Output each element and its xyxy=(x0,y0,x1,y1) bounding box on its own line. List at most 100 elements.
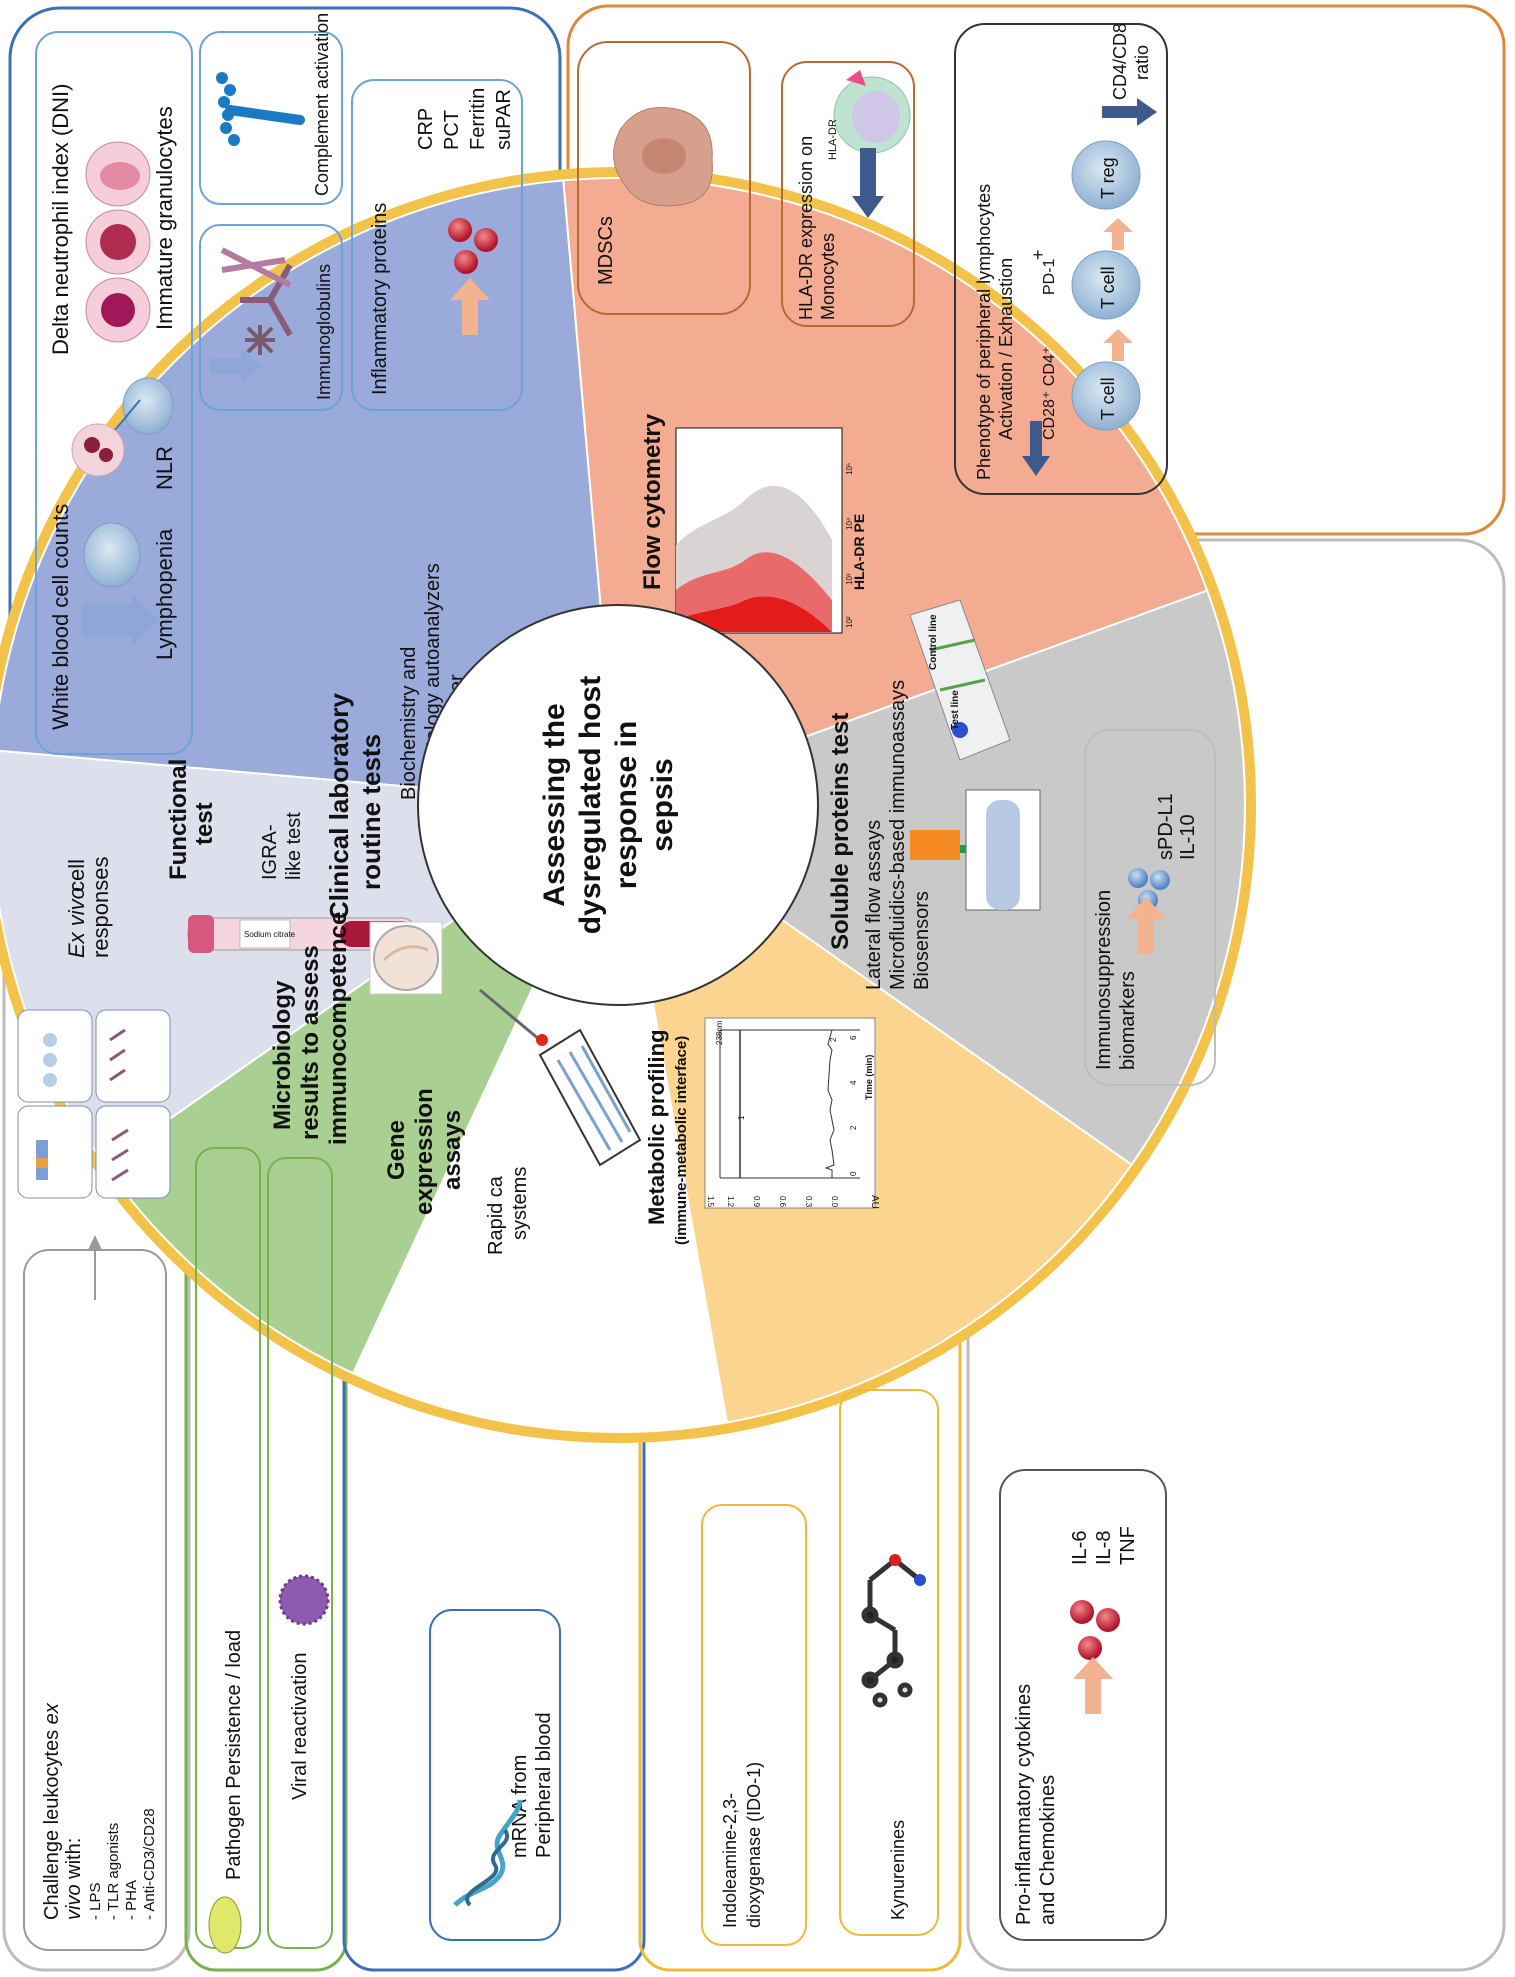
dni-label: Delta neutrophil index (DNI) xyxy=(48,84,73,355)
chromatogram: 238nm AU Time (min) 0.0 0.3 0.6 0.9 1.2 … xyxy=(704,1017,880,1209)
kynurenine-box: Kynurenines xyxy=(839,1389,939,1936)
up-arrow-icon xyxy=(88,1235,102,1250)
soluble-item-2: Microfluidics-based immunoassays xyxy=(887,680,909,990)
chrom-ylabel: AU xyxy=(869,1195,880,1209)
pentamer-icon xyxy=(245,325,275,355)
gene-item-2: systems xyxy=(509,1167,531,1240)
flow-tick-2: 10³ xyxy=(845,573,854,585)
clinical-title-1: Clinical laboratory xyxy=(324,693,354,920)
il6-label: IL-6 xyxy=(1069,1531,1091,1565)
gene-title-1: Gene xyxy=(383,1120,410,1180)
hla-label-1: HLA-DR expression on xyxy=(796,136,816,320)
down-arrow-icon xyxy=(852,148,884,218)
pro-label-2: and Chemokines xyxy=(1037,1775,1059,1925)
control-line-label: Control line xyxy=(928,614,939,670)
up-arrow-icon xyxy=(210,350,262,382)
clinical-item-1: Biochemistry and xyxy=(398,647,420,800)
cd28-label: CD28⁺ CD4⁺ xyxy=(1041,346,1058,440)
chrom-peak-2: 2 xyxy=(829,1037,838,1042)
chrom-ytick-4: 0.9 xyxy=(752,1196,761,1208)
center-circle xyxy=(417,604,819,1006)
pha-label: - PHA xyxy=(123,1880,140,1920)
mrna-box: mRNA from Peripheral blood xyxy=(429,1609,561,1941)
functional-title-1: Functional xyxy=(165,759,192,880)
challenge-box: Challenge leukocytes ex vivo with: - LPS… xyxy=(23,1235,167,1951)
anticd3-label: - Anti-CD3/CD28 xyxy=(141,1808,158,1920)
lateral-flow-icon: Control line Test line xyxy=(909,599,1011,761)
tlr-label: - TLR agonists xyxy=(105,1823,122,1920)
chrom-xtick-1: 0 xyxy=(849,1171,858,1176)
chrom-ytick-1: 0.0 xyxy=(830,1196,839,1208)
chrom-ytick-2: 0.3 xyxy=(804,1196,813,1208)
tube-label: Sodium citrate xyxy=(244,930,296,939)
mdsc-box: MDSCs xyxy=(577,41,751,315)
wedge-soluble xyxy=(615,589,1246,1167)
metabolic-title: Metabolic profiling xyxy=(644,1029,669,1225)
biomarker-icon xyxy=(1128,868,1148,888)
phenotype-box: Phenotype of peripheral lymphocytes Acti… xyxy=(954,23,1168,495)
micro-title-3: immunocompetence xyxy=(325,912,352,1145)
virus-icon xyxy=(278,1574,330,1626)
micro-title-2: results to assess xyxy=(297,945,324,1140)
immuno-label-2: biomarkers xyxy=(1117,971,1139,1070)
up-arrow-icon xyxy=(1103,218,1133,250)
functional-title-2: test xyxy=(191,802,218,845)
soluble-title: Soluble proteins test xyxy=(827,713,854,950)
immunoglobulin-box: Immunoglobulins xyxy=(199,224,343,411)
lps-label: - LPS xyxy=(87,1882,104,1920)
complement-label: Complement activation xyxy=(312,13,332,196)
protein-icon xyxy=(448,218,472,242)
wedge-clinical xyxy=(0,179,620,807)
lymphopenia-label: Lymphopenia xyxy=(152,528,177,660)
down-arrow-icon xyxy=(1022,421,1050,476)
hla-label-2: Monocytes xyxy=(818,233,838,320)
pathogen-label: Pathogen Persistence / load xyxy=(223,1630,245,1880)
chrom-ytick-3: 0.6 xyxy=(778,1196,787,1208)
soluble-item-3: Biosensors xyxy=(911,891,933,990)
nlr-label: NLR xyxy=(152,446,177,490)
center-line-4: sepsis xyxy=(646,758,679,851)
ido-box: Indoleamine-2,3- dioxygenase (IDO-1) xyxy=(701,1504,807,1946)
receptor-icon xyxy=(846,70,866,86)
down-arrow-icon xyxy=(82,594,160,646)
ido-label-2: dioxygenase (IDO-1) xyxy=(744,1762,764,1928)
center-line-3: response in xyxy=(610,721,643,889)
spdl1-label: sPD-L1 xyxy=(1155,793,1177,860)
antibody-icon xyxy=(220,247,293,337)
flow-histogram: HLA-DR PE 10² 10³ 10⁴ 10⁵ xyxy=(675,427,867,634)
chrom-ytick-6: 1.5 xyxy=(706,1196,715,1208)
complement-box: Complement activation xyxy=(199,13,343,205)
up-arrow-icon xyxy=(1103,329,1133,361)
kyn-label: Kynurenines xyxy=(888,1820,908,1920)
up-arrow-icon xyxy=(450,278,490,335)
wedge-text-layer: Clinical laboratory routine tests Bioche… xyxy=(165,413,1041,1255)
cd4cd8-label: CD4/CD8 xyxy=(1110,23,1130,100)
crp-label: CRP xyxy=(415,108,437,150)
center-line-1: Assessing the xyxy=(538,703,571,906)
gene-title-2: expression xyxy=(411,1088,438,1215)
viral-box: Viral reactivation xyxy=(267,1157,333,1949)
lymphocyte-icon xyxy=(122,377,174,435)
soluble-item-1: Lateral flow assays xyxy=(863,820,885,990)
assay-cards xyxy=(17,1009,171,1199)
treg-label: T reg xyxy=(1098,157,1118,199)
pathogen-box: Pathogen Persistence / load xyxy=(195,1147,261,1954)
chrom-ytick-5: 1.2 xyxy=(726,1196,735,1208)
exvivo-label-3: responses xyxy=(88,856,113,958)
immuno-label-1: Immunosuppression xyxy=(1093,890,1115,1070)
proinflammatory-box: Pro-inflammatory cytokines and Chemokine… xyxy=(999,1469,1167,1941)
inflammatory-label: Inflammatory proteins xyxy=(369,203,391,395)
lymphocyte-icon xyxy=(83,522,141,588)
challenge-label-1: Challenge leukocytes ex xyxy=(41,1702,63,1920)
pd1-label: PD-1 xyxy=(1041,258,1058,295)
mrna-label-2: Peripheral blood xyxy=(533,1712,555,1858)
dna-icon xyxy=(453,1799,523,1907)
ido-label-1: Indoleamine-2,3- xyxy=(720,1793,740,1928)
gene-title-3: assays xyxy=(439,1110,466,1190)
wbc-box: White blood cell counts Lymphopenia NLR … xyxy=(35,31,193,755)
exvivo-label-1: Ex vivo xyxy=(64,887,89,958)
flow-tick-4: 10⁵ xyxy=(845,463,854,475)
pd1-sup: + xyxy=(1028,249,1048,260)
supar-label: suPAR xyxy=(493,89,515,150)
wbc-label: White blood cell counts xyxy=(48,504,73,730)
